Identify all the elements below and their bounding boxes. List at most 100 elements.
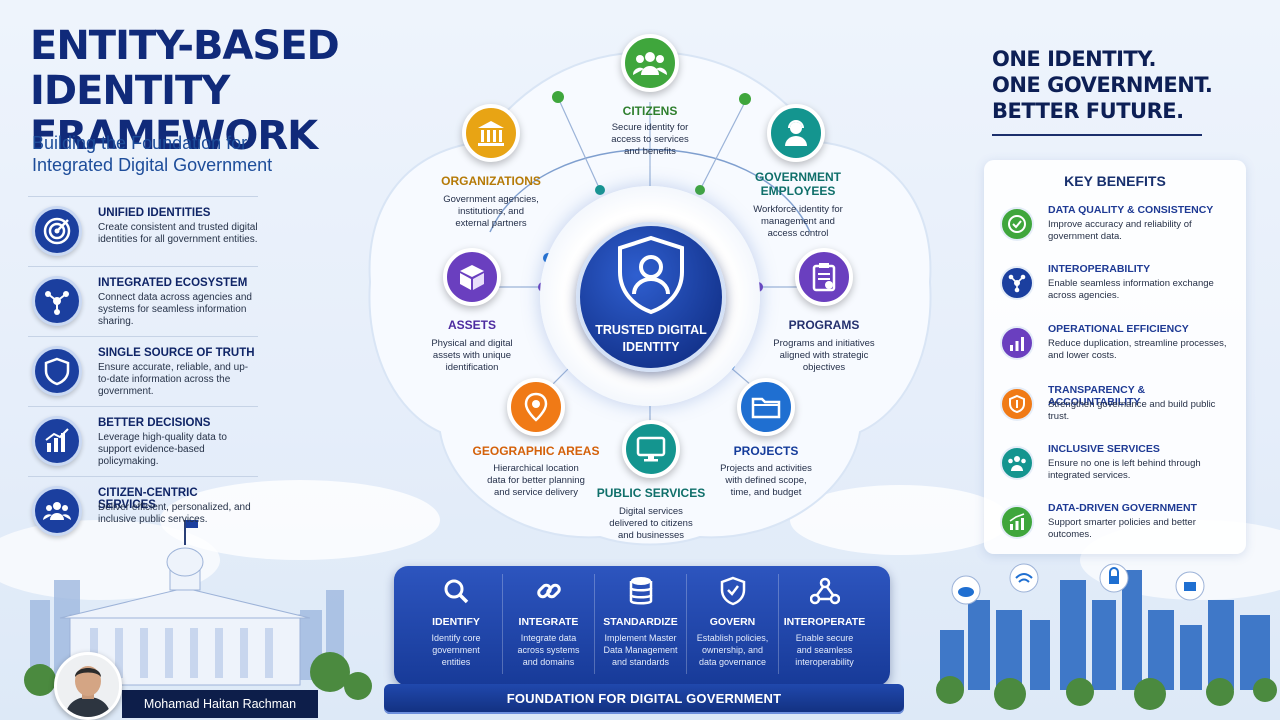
pillar-desc: Implement Master Data Management and sta… [595, 632, 686, 668]
title-line-1: ENTITY-BASED [30, 23, 340, 69]
node-title: ASSETS [447, 318, 496, 332]
desc-line: Digital services [619, 506, 683, 517]
desc-line: Programs and initiatives [773, 338, 875, 349]
node-desc: Government agencies, institutions, and e… [428, 194, 554, 230]
node-organizations: ORGANIZATIONS Government agencies, insti… [428, 104, 554, 230]
folder-icon [737, 378, 795, 436]
title-line-2: IDENTITY FRAMEWORK [30, 68, 318, 159]
pillar-desc: Integrate data across systems and domain… [503, 632, 594, 668]
trusted-digital-identity-hub: TRUSTED DIGITAL IDENTITY [576, 222, 726, 372]
pillar-identify: IDENTIFY Identify core government entiti… [410, 574, 502, 674]
desc-line: government [432, 645, 480, 655]
benefit-title: DATA-DRIVEN GOVERNMENT [1048, 502, 1197, 514]
pillar-title: STANDARDIZE [603, 616, 678, 628]
desc-line: Enable secure [795, 633, 854, 643]
desc-line: objectives [802, 362, 846, 373]
pillar-title: IDENTIFY [432, 616, 480, 628]
desc-line: Government agencies, [443, 194, 539, 205]
benefit-data-driven: DATA-DRIVEN GOVERNMENT Support smarter p… [998, 502, 1236, 560]
pillar-interoperate: INTEROPERATE Enable secure and seamless … [778, 574, 870, 674]
pillar-integrate: INTEGRATE Integrate data across systems … [502, 574, 594, 674]
title-line: EMPLOYEES [760, 184, 836, 198]
desc-line: aligned with strategic [779, 350, 869, 361]
tagline-divider [992, 134, 1202, 136]
people-icon [1000, 446, 1034, 480]
pillars-platform: IDENTIFY Identify core government entiti… [394, 566, 890, 686]
node-title: GEOGRAPHIC AREAS [472, 444, 600, 458]
target-icon [32, 206, 82, 256]
left-feature-list: UNIFIED IDENTITIES Create consistent and… [28, 196, 258, 546]
left-item-desc: Ensure accurate, reliable, and up-to-dat… [98, 362, 249, 397]
trend-chart-icon [1000, 505, 1034, 539]
desc-line: time, and budget [730, 487, 802, 498]
desc-line: Data Management [603, 645, 678, 655]
bar-chart-icon [1000, 326, 1034, 360]
desc-line: Integrate data [520, 633, 577, 643]
desc-line: Establish policies, [696, 633, 769, 643]
tagline-line-1: ONE IDENTITY. [992, 47, 1156, 71]
subtitle: Building the Foundation for Integrated D… [32, 132, 332, 176]
node-desc: Workforce identity for management and ac… [738, 204, 858, 240]
monitor-icon [622, 420, 680, 478]
desc-line: and service delivery [494, 487, 578, 498]
left-item-desc: Deliver efficient, personalized, and inc… [98, 502, 251, 525]
benefit-desc: Improve accuracy and reliability of gove… [1048, 219, 1192, 242]
benefit-title: TRANSPARENCY & ACCOUNTABILITY [1048, 384, 1146, 408]
search-icon [410, 574, 502, 608]
hub-label: TRUSTED DIGITAL IDENTITY [591, 322, 711, 356]
foundation-base: FOUNDATION FOR DIGITAL GOVERNMENT [384, 684, 904, 714]
desc-line: data governance [698, 657, 767, 667]
benefit-operational-efficiency: OPERATIONAL EFFICIENCY Reduce duplicatio… [998, 323, 1236, 381]
node-desc: Physical and digital assets with unique … [414, 338, 530, 374]
benefit-inclusive-services: INCLUSIVE SERVICES Ensure no one is left… [998, 443, 1236, 501]
desc-line: management and [761, 216, 835, 227]
pillar-govern: GOVERN Establish policies, ownership, an… [686, 574, 778, 674]
pillar-standardize: STANDARDIZE Implement Master Data Manage… [594, 574, 686, 674]
left-item-title: CITIZEN-CENTRIC SERVICES [98, 487, 198, 511]
database-icon [595, 574, 686, 608]
desc-line: Hierarchical location [493, 463, 579, 474]
tagline: ONE IDENTITY. ONE GOVERNMENT. BETTER FUT… [992, 46, 1232, 124]
desc-line: delivered to citizens [609, 518, 693, 529]
bar-chart-icon [32, 416, 82, 466]
node-desc: Hierarchical location data for better pl… [472, 463, 600, 499]
desc-line: with defined scope, [725, 475, 807, 486]
left-item-unified-identities: UNIFIED IDENTITIES Create consistent and… [28, 196, 258, 266]
desc-line: Secure identity for [611, 122, 689, 133]
node-desc: Projects and activities with defined sco… [706, 463, 826, 499]
node-title: PROJECTS [733, 444, 799, 458]
benefit-desc: Enable seamless information exchange acr… [1048, 278, 1214, 301]
desc-line: Identify core [431, 633, 481, 643]
hub-label-line-1: TRUSTED DIGITAL [595, 323, 707, 337]
desc-line: Workforce identity for [753, 204, 843, 215]
left-item-title: BETTER DECISIONS [98, 417, 211, 429]
building-icon [462, 104, 520, 162]
main-title: ENTITY-BASED IDENTITY FRAMEWORK [30, 24, 420, 159]
employee-icon [767, 104, 825, 162]
desc-line: Physical and digital [431, 338, 513, 349]
desc-line: and seamless [796, 645, 853, 655]
left-item-title: UNIFIED IDENTITIES [98, 207, 211, 219]
avatar [54, 652, 122, 720]
box-icon [443, 248, 501, 306]
network-icon [1000, 266, 1034, 300]
network-icon [32, 276, 82, 326]
node-citizens: CITIZENS Secure identity for access to s… [600, 34, 700, 158]
check-icon [1000, 207, 1034, 241]
people-icon [32, 486, 82, 536]
shield-icon [32, 346, 82, 396]
subtitle-line-1: Building the Foundation for [32, 133, 248, 153]
node-desc: Digital services delivered to citizens a… [594, 506, 708, 542]
desc-line: access control [767, 228, 829, 239]
pillar-desc: Establish policies, ownership, and data … [687, 632, 778, 668]
benefit-desc: Support smarter policies and better outc… [1048, 517, 1196, 540]
desc-line: and businesses [617, 530, 685, 541]
tagline-line-3: BETTER FUTURE. [992, 99, 1184, 123]
benefit-desc: Reduce duplication, streamline processes… [1048, 338, 1227, 361]
left-item-title: INTEGRATED ECOSYSTEM [98, 277, 248, 289]
benefit-interoperability: INTEROPERABILITY Enable seamless informa… [998, 263, 1236, 321]
key-benefits-panel: KEY BENEFITS DATA QUALITY & CONSISTENCY … [984, 160, 1246, 554]
left-item-desc: Leverage high-quality data to support ev… [98, 432, 227, 467]
citizens-icon [621, 34, 679, 92]
node-title: PROGRAMS [788, 318, 860, 332]
